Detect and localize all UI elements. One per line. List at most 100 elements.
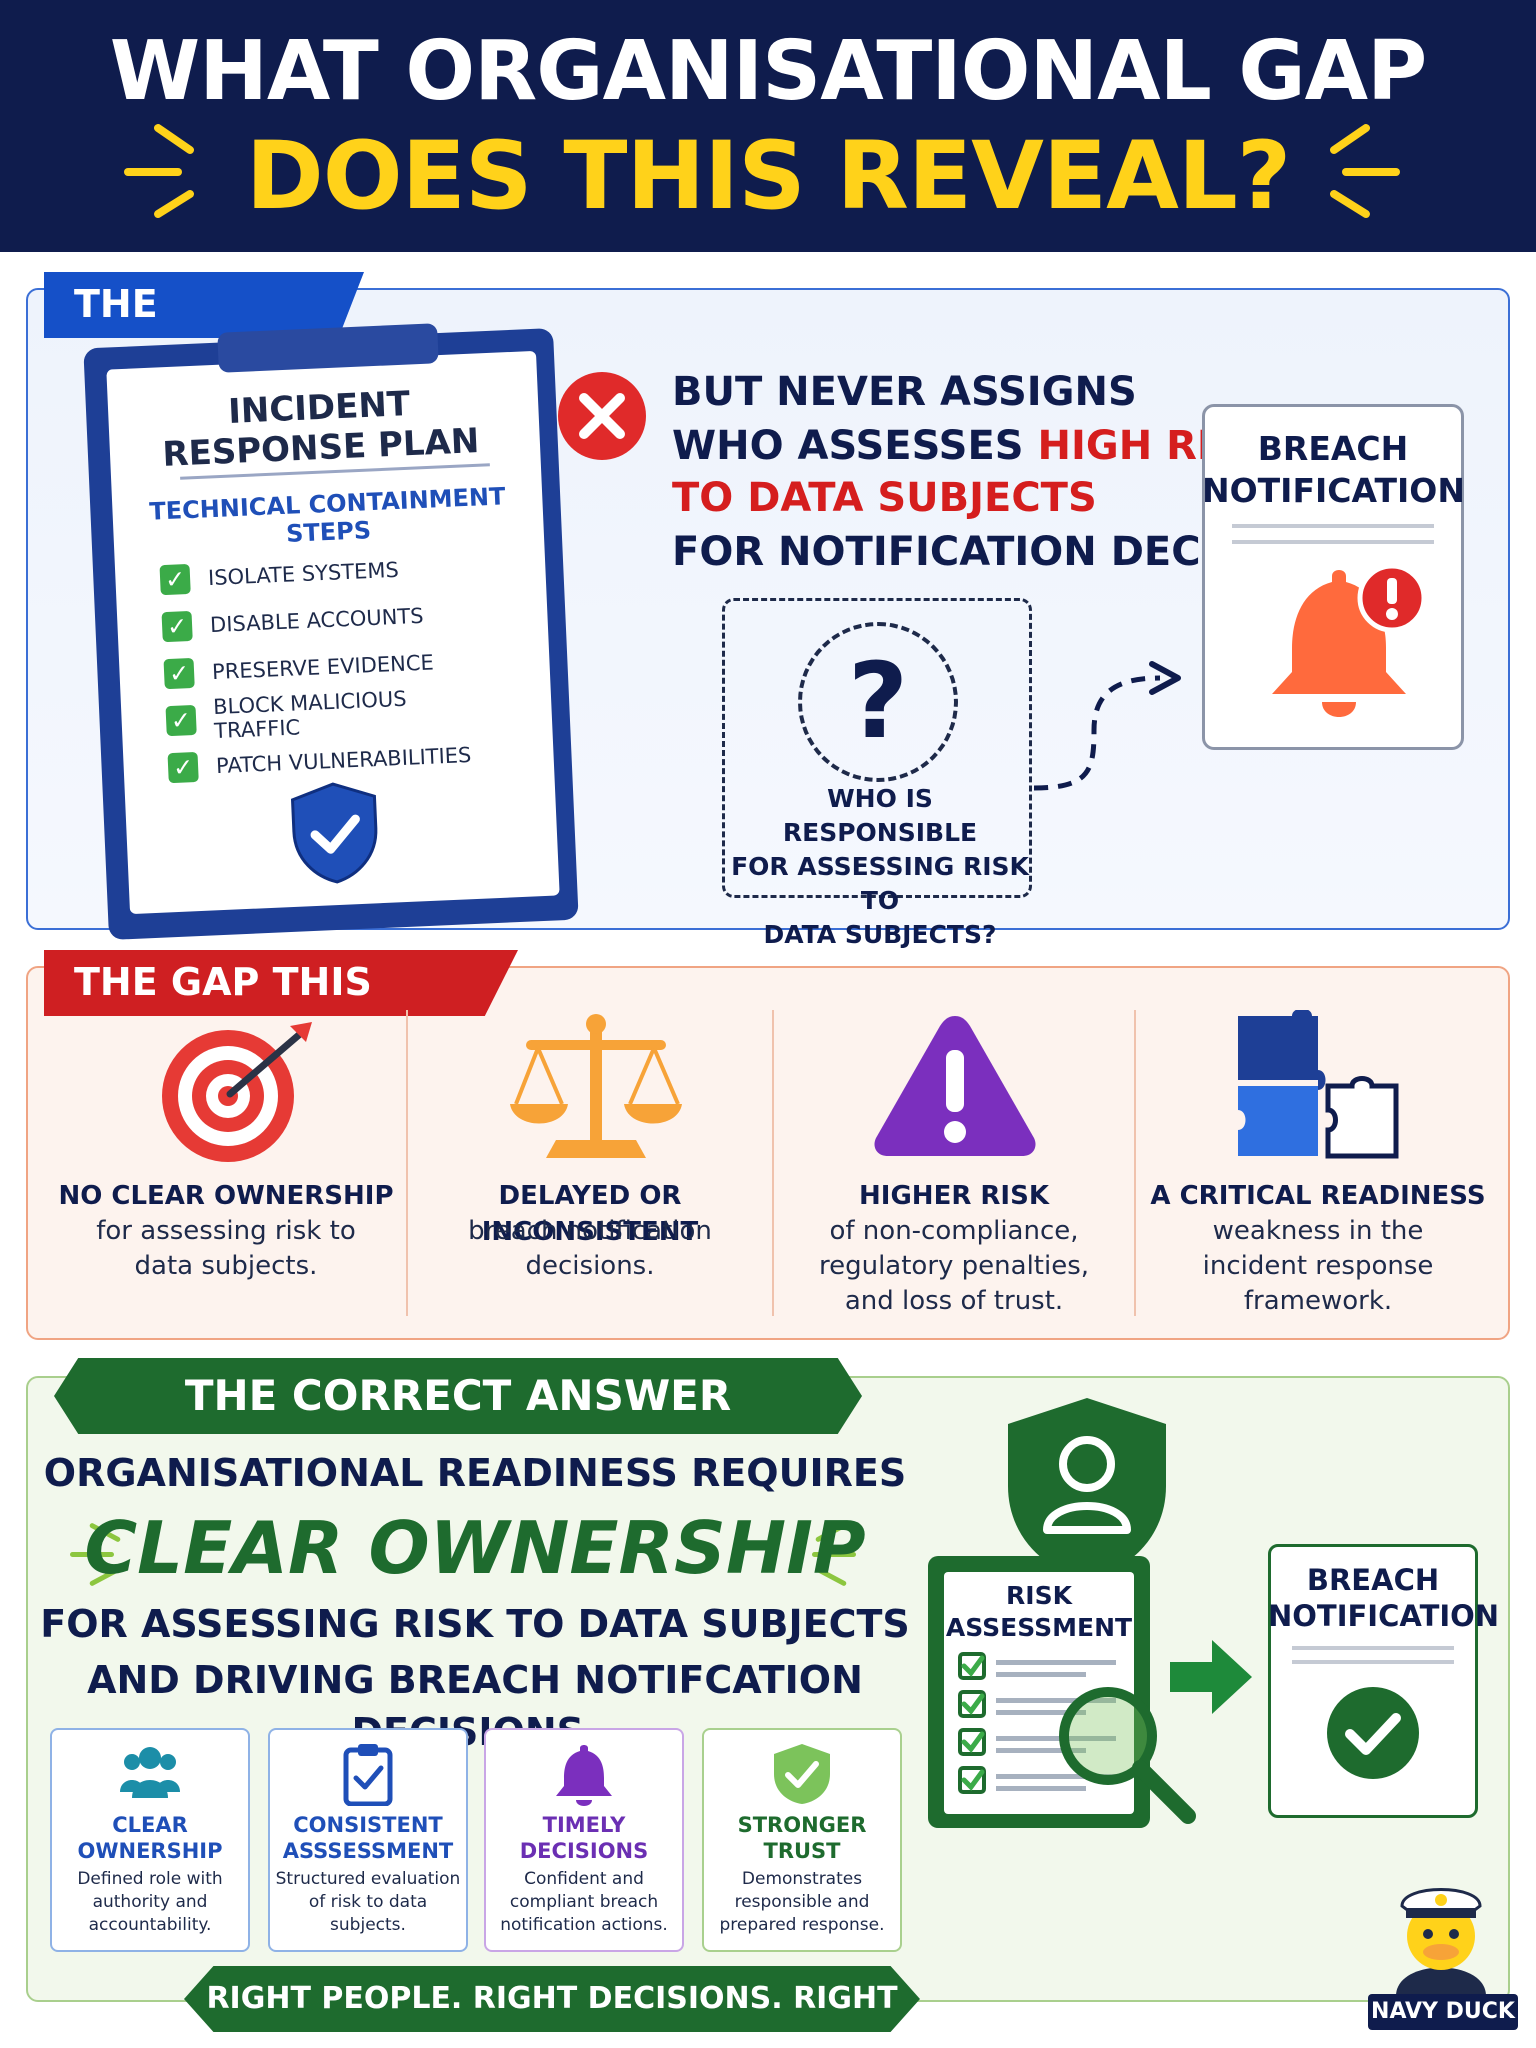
step-label: ISOLATE SYSTEMS: [207, 557, 400, 591]
check-icon: ✓: [161, 610, 193, 643]
footer-slogan: RIGHT PEOPLE. RIGHT DECISIONS. RIGHT TIM…: [206, 1981, 898, 2048]
statement-line1: BUT NEVER ASSIGNS: [672, 369, 1137, 415]
duck-mascot-icon: [1396, 1888, 1486, 1996]
benefit-desc-line: Demonstrates: [741, 1869, 863, 1889]
bell-alert-icon: [1272, 563, 1426, 717]
gap-desc-line: incident response: [1202, 1251, 1434, 1281]
benefit-desc-line: authority and: [92, 1892, 208, 1912]
benefit-title-line: ASSSESSMENT: [282, 1839, 454, 1863]
answer-line1: ORGANISATIONAL READINESS REQUIRES: [43, 1451, 907, 1495]
gap-desc-line: decisions.: [525, 1251, 655, 1281]
check-icon: ✓: [165, 704, 197, 737]
step-label: PRESERVE EVIDENCE: [211, 650, 435, 685]
statement-line2-part1: WHO ASSESSES: [672, 423, 1038, 469]
question-icon: ?: [798, 622, 958, 782]
step-label: DISABLE ACCOUNTS: [209, 603, 425, 638]
check-circle-icon: [1327, 1687, 1419, 1779]
clipboard-check-icon: [343, 1744, 393, 1806]
spark-right-icon: [1330, 124, 1400, 218]
card-line: [1292, 1660, 1454, 1664]
benefit-desc-line: prepared response.: [719, 1915, 885, 1935]
card-line: [1232, 524, 1434, 528]
gap-desc-line: of non-compliance,: [829, 1216, 1079, 1246]
benefit-title-line: CLEAR: [112, 1813, 188, 1837]
benefit-desc-line: accountability.: [88, 1915, 212, 1935]
check-icon: ✓: [163, 657, 195, 690]
gap-desc-line: and loss of trust.: [844, 1286, 1064, 1316]
breach-notification-line2: NOTIFICATION: [1202, 471, 1465, 510]
question-box: [722, 598, 1032, 898]
benefit-title: TIMELY DECISIONS: [484, 1812, 684, 1864]
column-divider: [406, 1010, 408, 1316]
check-icon: ✓: [167, 751, 199, 784]
breach-notification-line1: BREACH: [1257, 429, 1409, 468]
benefit-desc: Structured evaluation of risk to data su…: [268, 1868, 468, 1937]
gap-desc-line: framework.: [1243, 1286, 1393, 1316]
benefit-desc: Confident and compliant breach notificat…: [484, 1868, 684, 1937]
benefit-title-line: OWNERSHIP: [77, 1839, 223, 1863]
gap-desc-line: weakness in the: [1212, 1216, 1424, 1246]
risk-assessment-title: RISK ASSESSMENT: [944, 1580, 1134, 1644]
magnifier-icon: [1059, 1687, 1196, 1824]
gap-item-desc: for assessing risk to data subjects.: [46, 1214, 406, 1284]
card-line: [1292, 1646, 1454, 1650]
user-shield-icon: [1008, 1398, 1166, 1580]
page-title-line2: DOES THIS REVEAL?: [245, 122, 1292, 231]
benefit-desc-line: notification actions.: [500, 1915, 668, 1935]
check-icon: ✓: [159, 563, 191, 596]
spark-left-icon: [124, 124, 194, 218]
gap-desc-line: regulatory penalties,: [818, 1251, 1090, 1281]
answer-ribbon-label: THE CORRECT ANSWER: [184, 1371, 732, 1420]
spark-icon: [812, 1552, 856, 1557]
benefit-desc: Defined role with authority and accounta…: [50, 1868, 250, 1937]
benefit-desc-line: subjects.: [330, 1915, 406, 1935]
gap-desc-line: breach notification: [468, 1216, 712, 1246]
benefit-desc-line: Confident and: [524, 1869, 644, 1889]
shield-check-icon: [290, 782, 378, 884]
breach-notification-approved-title: BREACH NOTIFICATION: [1268, 1562, 1500, 1634]
breach-notification-approved-line1: BREACH: [1306, 1563, 1440, 1597]
benefit-title: STRONGER TRUST: [702, 1812, 902, 1864]
gap-item-title: A CRITICAL READINESS: [1150, 1181, 1486, 1211]
x-circle-icon: [558, 372, 646, 460]
bell-icon: [556, 1745, 612, 1806]
benefit-desc-line: Defined role with: [77, 1869, 223, 1889]
benefit-title-line: TRUST: [763, 1839, 841, 1863]
warning-icon: [874, 1016, 1036, 1156]
question-line1: WHO IS RESPONSIBLE: [782, 784, 978, 847]
benefit-desc-line: of risk to data: [308, 1892, 428, 1912]
benefit-title-line: STRONGER: [737, 1813, 867, 1837]
people-icon: [120, 1747, 180, 1798]
question-line3: DATA SUBJECTS?: [763, 920, 997, 949]
header-banner: [0, 0, 1536, 252]
spark-icon: [70, 1552, 114, 1557]
gap-item-title: HIGHER RISK: [859, 1181, 1049, 1211]
benefit-desc-line: responsible and: [734, 1892, 870, 1912]
statement-line3: TO DATA SUBJECTS: [672, 475, 1097, 521]
breach-notification-approved-line2: NOTIFICATION: [1268, 1599, 1500, 1633]
benefit-card: [268, 1728, 468, 1952]
puzzle-icon: [1238, 1010, 1399, 1159]
gap-desc-line: for assessing risk to: [96, 1216, 356, 1246]
question-text: WHO IS RESPONSIBLE FOR ASSESSING RISK TO…: [730, 782, 1030, 952]
brand-label: NAVY DUCK: [1368, 1994, 1518, 2030]
gap-item-desc: of non-compliance, regulatory penalties,…: [774, 1214, 1134, 1319]
page-title-line1: WHAT ORGANISATIONAL GAP: [109, 24, 1427, 119]
risk-title-line1: RISK: [1006, 1581, 1072, 1610]
footer-ribbon: [184, 1966, 920, 2032]
benefit-title: CLEAR OWNERSHIP: [50, 1812, 250, 1864]
card-line: [1232, 540, 1434, 544]
shield-check-icon: [774, 1744, 830, 1804]
scenario-ribbon: THE SCENARIO: [44, 272, 364, 338]
answer-highlight: CLEAR OWNERSHIP: [84, 1506, 866, 1590]
breach-notification-title: BREACH NOTIFICATION: [1202, 428, 1465, 512]
gap-item-title: NO CLEAR OWNERSHIP: [58, 1181, 394, 1211]
scales-icon: [510, 1014, 682, 1158]
column-divider: [1134, 1010, 1136, 1316]
statement-line2: WHO ASSESSES HIGH RISK: [672, 420, 1272, 472]
answer-line4: AND DRIVING BREACH NOTIFCATION DECISIONS…: [87, 1658, 863, 1754]
gap-desc-line: data subjects.: [134, 1251, 318, 1281]
answer-line3: FOR ASSESSING RISK TO DATA SUBJECTS: [40, 1602, 910, 1646]
benefit-title-line: CONSISTENT: [293, 1813, 443, 1837]
checklist-icon: [958, 1652, 1116, 1794]
